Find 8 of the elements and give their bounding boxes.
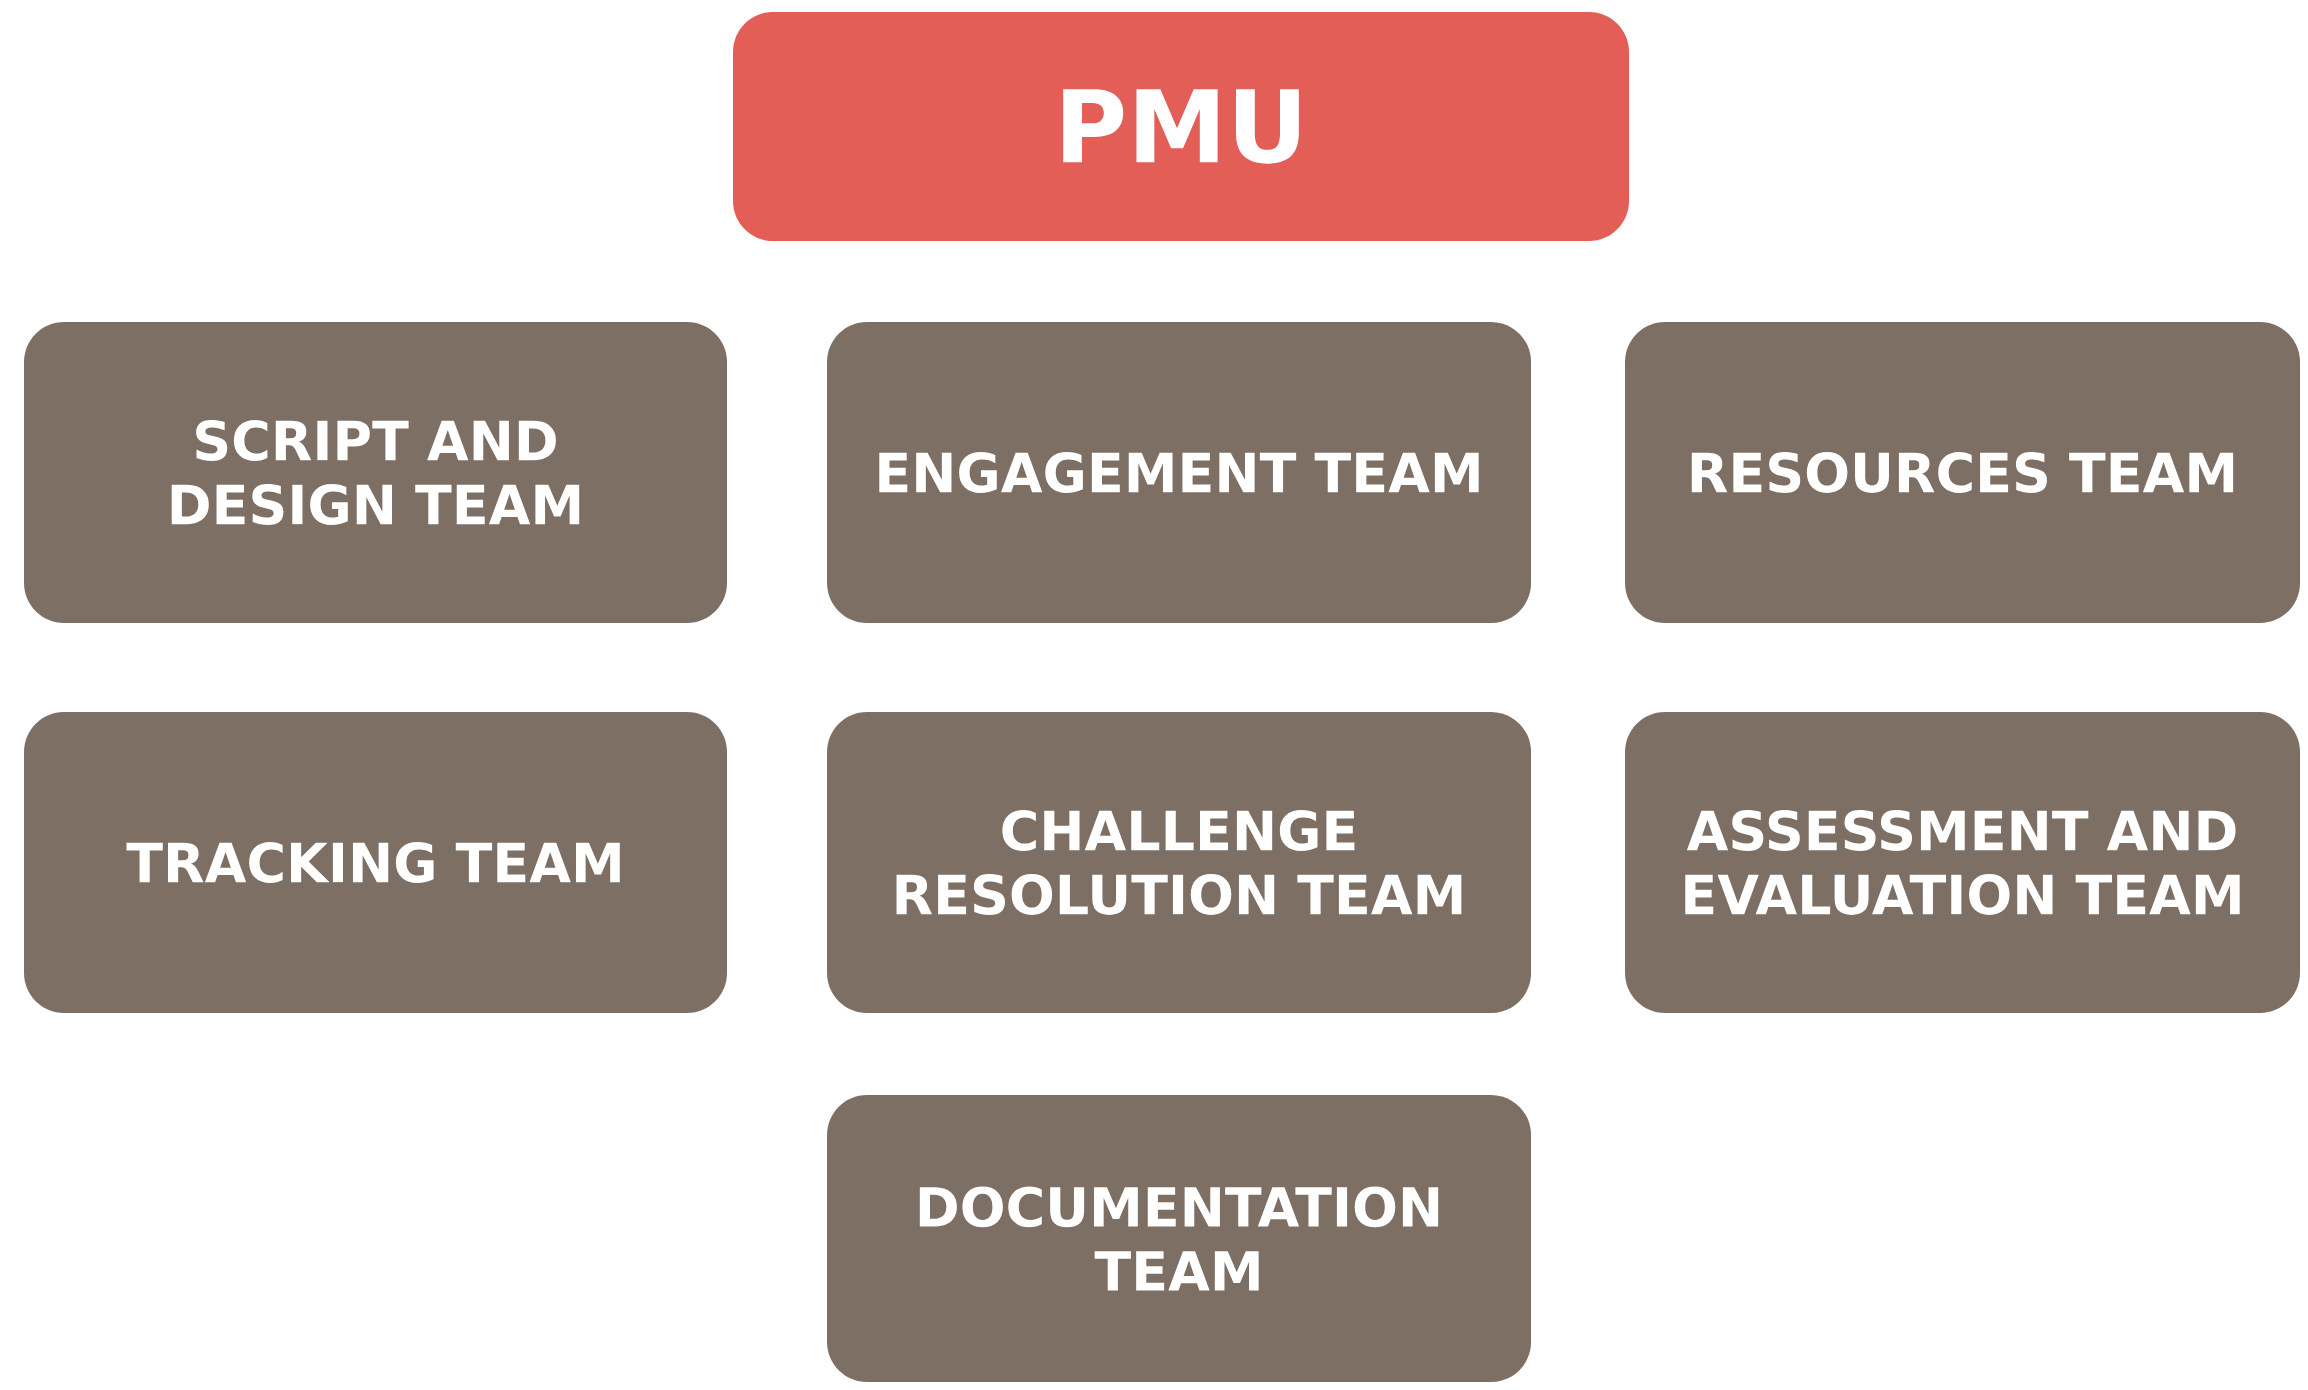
team-box: ENGAGEMENT TEAM [827, 322, 1531, 623]
team-box: TRACKING TEAM [24, 712, 727, 1013]
team-box: RESOURCES TEAM [1625, 322, 2301, 623]
header-box: PMU [733, 12, 1629, 241]
team-box: CHALLENGE RESOLUTION TEAM [827, 712, 1531, 1013]
team-box: ASSESSMENT AND EVALUATION TEAM [1625, 712, 2301, 1013]
team-box: SCRIPT AND DESIGN TEAM [24, 322, 727, 623]
team-box: DOCUMENTATION TEAM [827, 1095, 1531, 1382]
